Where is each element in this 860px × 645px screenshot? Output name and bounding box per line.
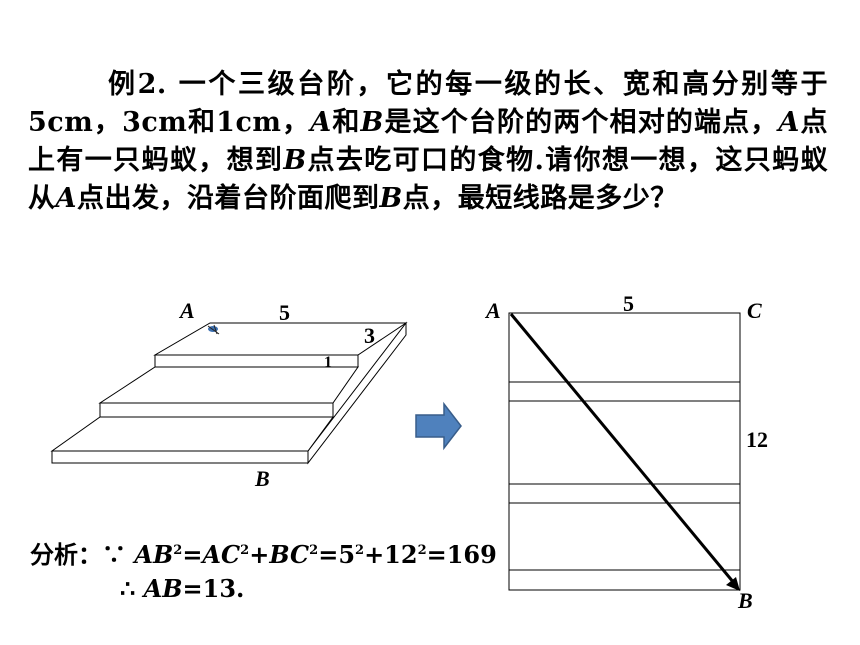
arrowhead-icon	[726, 577, 740, 591]
unfolded-top-label: 5	[623, 291, 634, 316]
analysis-line-1: 分析：∵ AB2=AC2+BC2=52+122=169	[30, 540, 497, 569]
problem-statement: 例2. 一个三级台阶，它的每一级的长、宽和高分别等于5cm，3cm和1cm，A和…	[28, 69, 829, 214]
because-symbol: ∵	[102, 540, 126, 569]
unfolded-figure	[508, 312, 741, 591]
unfolded-side-label: 12	[746, 427, 768, 452]
diagonal-ab	[509, 313, 736, 584]
analysis-block: 分析：∵ AB2=AC2+BC2=52+122=169 ∴ AB=13.	[30, 534, 497, 606]
problem-prefix: 例2.	[108, 69, 167, 100]
stairs-width-label: 3	[364, 323, 375, 348]
stairs-label-a: A	[178, 298, 195, 323]
unfolded-label-a: A	[484, 298, 501, 323]
stairs-length-label: 5	[279, 300, 290, 325]
analysis-heading: 分析：	[30, 540, 102, 569]
stairs-figure	[50, 321, 408, 465]
stairs-height-label: 1	[324, 354, 332, 371]
therefore-symbol: ∴	[120, 574, 136, 603]
unfolded-label-b: B	[737, 588, 753, 613]
analysis-line-2: ∴ AB=13.	[120, 574, 245, 603]
stairs-label-b: B	[254, 466, 270, 491]
ant-icon	[207, 324, 220, 335]
right-arrow-icon	[415, 401, 462, 451]
unfolded-label-c: C	[747, 298, 762, 323]
